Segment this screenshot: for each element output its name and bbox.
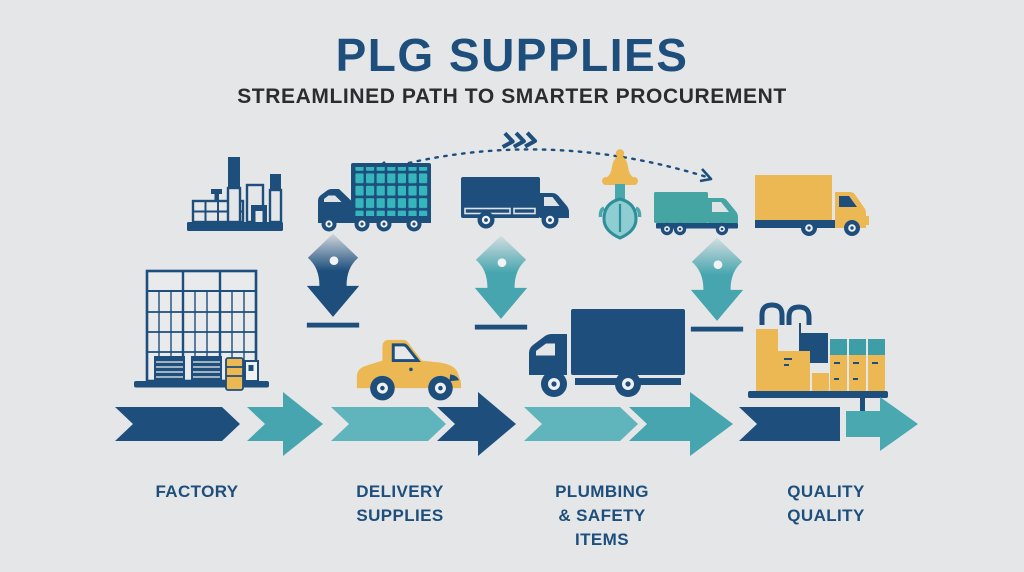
yellow-truck-icon [755, 175, 869, 236]
page-title: PLG SUPPLIES [335, 29, 689, 81]
cargo-van-icon [654, 192, 738, 236]
down-arrow-icon [474, 235, 528, 330]
stage-label-quality: QUALITY QUALITY [787, 482, 865, 526]
down-arrow-icon [690, 237, 744, 332]
shovel-icon [598, 149, 642, 240]
down-arrow-icon [306, 233, 360, 328]
packages-icon [748, 302, 888, 422]
factory-icon [187, 157, 283, 231]
stage-label-plumbing-safety-items: PLUMBING & SAFETY ITEMS [555, 482, 649, 550]
warehouse-icon [134, 269, 269, 391]
delivery-truck-icon [529, 309, 685, 397]
box-truck-icon [461, 177, 569, 229]
pickup-truck-icon [356, 339, 462, 401]
crate-truck-icon [318, 163, 431, 232]
page-subtitle: STREAMLINED PATH TO SMARTER PROCUREMENT [237, 85, 787, 108]
stage-label-factory: FACTORY [155, 482, 239, 501]
stage-label-delivery-supplies: DELIVERY SUPPLIES [356, 482, 444, 526]
flow-arrow-band [115, 392, 918, 456]
